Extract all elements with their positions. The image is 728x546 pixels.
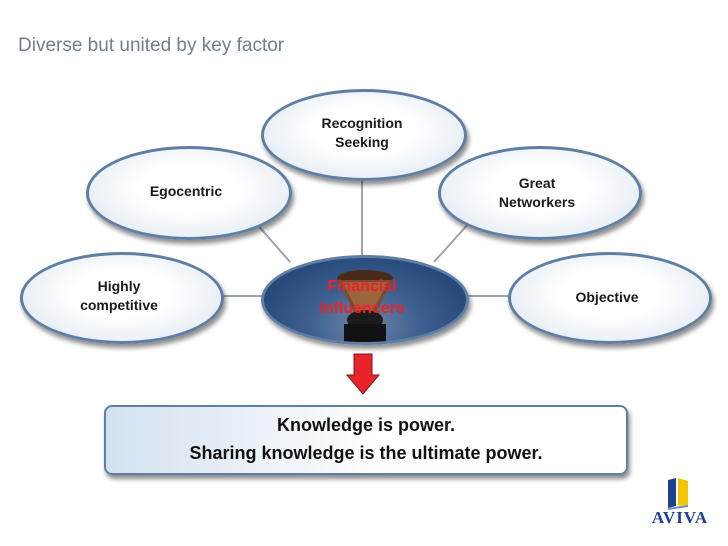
- link-egocentric: [254, 221, 291, 263]
- link-networkers: [433, 221, 471, 263]
- node-networkers-label: Great Networkers: [498, 175, 576, 210]
- node-recognition-seeking: [261, 89, 467, 181]
- node-great-networkers: [438, 146, 642, 240]
- node-competitive-label: Highly competitive: [80, 278, 158, 313]
- quote-banner: [104, 405, 628, 475]
- banner-line-2: Sharing knowledge is the ultimate power.: [189, 443, 543, 463]
- banner-line-1: Knowledge is power.: [276, 415, 456, 435]
- down-arrow-icon: [346, 353, 380, 395]
- megaphone-person-icon: [337, 270, 393, 342]
- node-egocentric-label: Egocentric: [149, 183, 223, 199]
- node-objective: [508, 252, 712, 344]
- center-node: [261, 255, 469, 345]
- aviva-logo-icon: [668, 478, 688, 510]
- node-objective-label: Objective: [575, 289, 639, 305]
- logo-text: AVIVA: [651, 508, 709, 527]
- slide-title: Diverse but united by key factor: [18, 35, 285, 56]
- center-label: Financial Influencers: [319, 278, 405, 317]
- node-recognition-label: Recognition Seeking: [321, 115, 403, 150]
- node-highly-competitive: [20, 252, 224, 344]
- node-egocentric: [86, 146, 292, 240]
